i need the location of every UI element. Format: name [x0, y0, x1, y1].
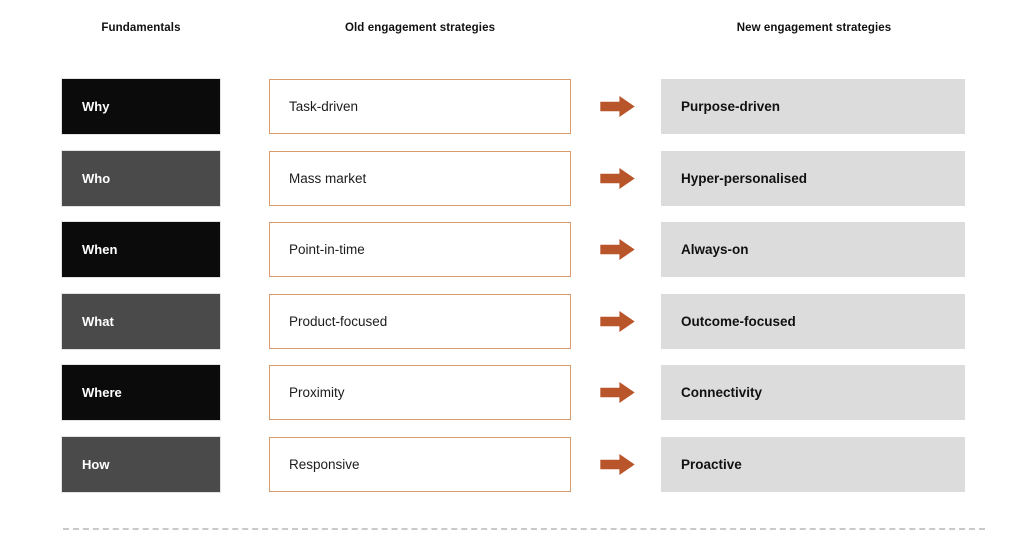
- old-strategy-box: Product-focused: [269, 293, 571, 349]
- fundamental-box: Why: [61, 78, 221, 135]
- old-strategy-label: Responsive: [289, 456, 360, 472]
- fundamental-label: Why: [82, 99, 110, 114]
- fundamental-box: When: [61, 221, 221, 278]
- new-strategy-box: Hyper-personalised: [661, 150, 965, 206]
- new-strategy-box: Outcome-focused: [661, 293, 965, 349]
- old-strategy-box: Responsive: [269, 436, 571, 492]
- old-strategy-label: Point-in-time: [289, 242, 365, 257]
- right-block-arrow-icon: [600, 79, 635, 134]
- new-strategy-label: Always-on: [681, 242, 749, 257]
- old-strategy-label: Proximity: [289, 385, 345, 400]
- right-block-arrow-icon: [600, 222, 635, 277]
- fundamental-box: Who: [61, 149, 221, 207]
- strategy-row: How Responsive Proactive: [0, 435, 1024, 493]
- old-strategy-label: Mass market: [289, 170, 367, 186]
- column-header-old-strategies: Old engagement strategies: [344, 22, 496, 34]
- new-strategy-label: Proactive: [681, 456, 742, 472]
- fundamental-box: What: [61, 292, 221, 350]
- fundamental-label: How: [82, 456, 110, 472]
- new-strategy-label: Connectivity: [681, 385, 763, 400]
- right-block-arrow-icon: [600, 294, 635, 349]
- fundamental-label: Where: [82, 385, 122, 400]
- fundamental-label: Who: [82, 170, 111, 186]
- new-strategy-box: Proactive: [661, 436, 965, 492]
- strategy-row: What Product-focused Outcome-focused: [0, 292, 1024, 350]
- fundamental-label: What: [82, 313, 114, 329]
- fundamental-box: Where: [61, 364, 221, 421]
- fundamental-box: How: [61, 435, 221, 493]
- right-block-arrow-icon: [600, 437, 635, 492]
- right-block-arrow-icon: [600, 151, 635, 206]
- old-strategy-box: Mass market: [269, 150, 571, 206]
- dashed-divider: [63, 528, 985, 530]
- new-strategy-label: Hyper-personalised: [681, 170, 808, 186]
- old-strategy-box: Task-driven: [269, 79, 571, 134]
- column-header-fundamentals: Fundamentals: [101, 22, 181, 34]
- strategy-row: Who Mass market Hyper-personalised: [0, 149, 1024, 207]
- new-strategy-label: Purpose-driven: [681, 99, 781, 114]
- right-block-arrow-icon: [600, 365, 635, 420]
- old-strategy-label: Product-focused: [289, 313, 388, 329]
- column-header-new-strategies: New engagement strategies: [736, 22, 892, 34]
- fundamental-label: When: [82, 242, 118, 257]
- strategy-row: Why Task-driven Purpose-driven: [0, 78, 1024, 135]
- strategy-row: When Point-in-time Always-on: [0, 221, 1024, 278]
- old-strategy-box: Point-in-time: [269, 222, 571, 277]
- new-strategy-box: Purpose-driven: [661, 79, 965, 134]
- old-strategy-label: Task-driven: [289, 99, 359, 114]
- new-strategy-box: Connectivity: [661, 365, 965, 420]
- strategy-row: Where Proximity Connectivity: [0, 364, 1024, 421]
- new-strategy-label: Outcome-focused: [681, 313, 796, 329]
- old-strategy-box: Proximity: [269, 365, 571, 420]
- new-strategy-box: Always-on: [661, 222, 965, 277]
